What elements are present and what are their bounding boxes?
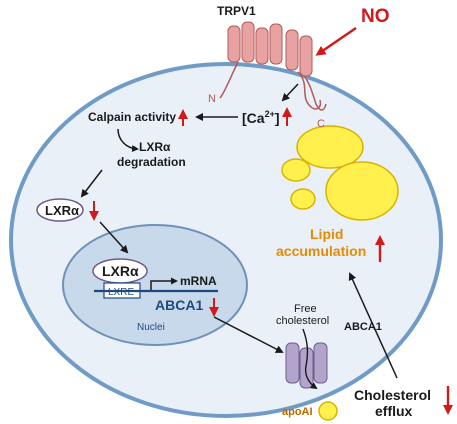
degradation-to-lxr-arrow [80, 169, 103, 198]
nuclei-label: Nuclei [137, 322, 165, 333]
free-cholesterol-label-2: cholesterol [276, 315, 329, 327]
free-cholesterol-arrow [302, 328, 318, 390]
lxr-degradation-label-1: LXRα [139, 140, 171, 154]
apoai-particle [318, 401, 338, 421]
lxr-to-nucleus-arrow [99, 221, 129, 254]
transcription-arrow [150, 277, 178, 290]
lxre-label: LXRE [108, 287, 134, 298]
lipid-label-1: Lipid [310, 226, 343, 242]
calcium-label: [Ca2+] [242, 109, 280, 126]
lipid-label-2: accumulation [276, 243, 366, 259]
lxr-cyto-oval [36, 198, 84, 222]
no-label: NO [361, 6, 390, 27]
free-cholesterol-label-1: Free [294, 303, 317, 315]
lxr-nuc-label: LXRα [102, 263, 139, 279]
calpain-to-degradation-arrow [117, 128, 139, 153]
abca1-transporter [285, 342, 328, 389]
mrna-label: mRNA [180, 274, 217, 288]
n-terminus-label: N [208, 93, 216, 105]
efflux-label-2: efflux [375, 403, 413, 419]
lxr-cyto-label: LXRα [45, 203, 79, 218]
abca1-nuc-label: ABCA1 [155, 297, 203, 313]
apoai-label: apoAI [282, 406, 313, 418]
abca1-to-membrane-arrow [213, 316, 284, 353]
c-terminus-label: C [317, 118, 325, 130]
trpv1-label: TRPV1 [217, 4, 256, 18]
no-arrow [315, 26, 357, 56]
trpv1-channel [219, 21, 327, 111]
efflux-label-1: Cholesterol [354, 387, 431, 403]
trpv1-to-calcium-arrow [281, 83, 299, 102]
nucleus [62, 224, 248, 346]
calpain-label: Calpain activity [88, 110, 176, 124]
abca1-membrane-label: ABCA1 [344, 321, 382, 333]
lxr-degradation-label-2: degradation [117, 155, 186, 169]
lipid-droplets [281, 125, 399, 221]
efflux-to-lipid-arrow [348, 272, 398, 379]
